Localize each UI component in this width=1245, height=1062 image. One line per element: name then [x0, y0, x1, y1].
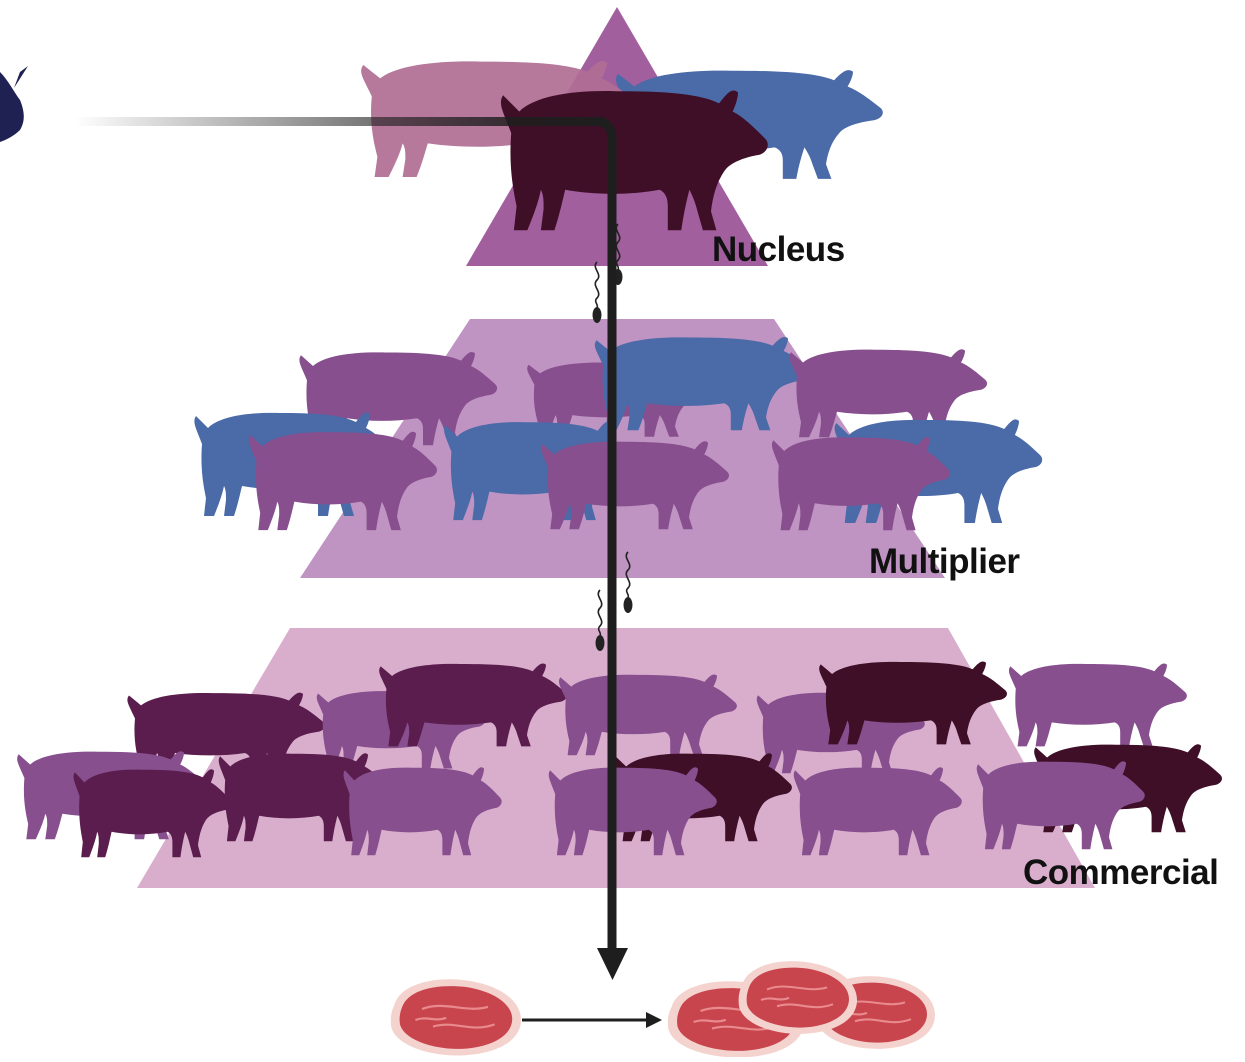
nucleus-label: Nucleus	[712, 230, 845, 270]
meat-stack	[668, 961, 935, 1057]
commercial-label: Commercial	[1023, 853, 1218, 893]
scissors-icon	[0, 66, 28, 142]
meat-arrow	[522, 1012, 662, 1028]
sperm-icon	[593, 262, 602, 323]
sperm-icon	[596, 590, 605, 651]
meat-cut-icon	[391, 979, 521, 1055]
meat-cut-icon	[739, 961, 857, 1034]
meat-single	[391, 979, 521, 1055]
pig-icon	[1009, 664, 1187, 747]
gene-flow-line	[75, 117, 605, 126]
arrow-head	[597, 948, 628, 980]
multiplier-label: Multiplier	[869, 542, 1020, 582]
